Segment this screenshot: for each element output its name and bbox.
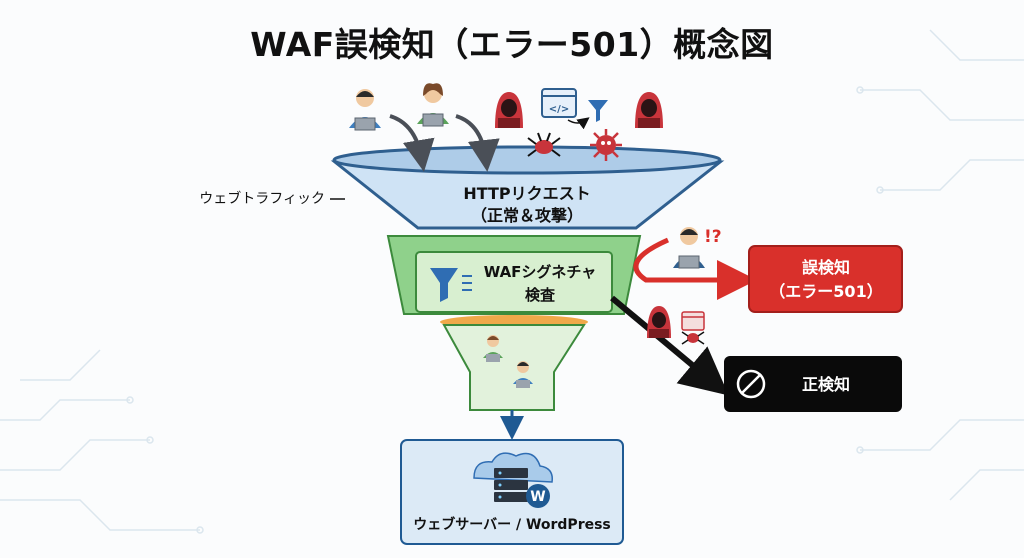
user-laptop-icon	[673, 227, 705, 269]
user-laptop-icon	[513, 361, 533, 388]
code-window-icon: </>	[541, 88, 577, 118]
funnel-top: HTTPリクエスト （正常＆攻撃）	[330, 145, 725, 230]
funnel-rim	[332, 145, 722, 175]
server-box: W ウェブサーバー / WordPress	[400, 439, 624, 545]
waf-section: WAFシグネチャ 検査	[386, 235, 642, 315]
true-positive-arrow	[610, 295, 729, 396]
page-title: WAF誤検知（エラー501）概念図	[250, 25, 774, 64]
wordpress-letter: W	[530, 489, 545, 505]
exclamation-mark: !?	[704, 227, 722, 247]
blocked-icon	[736, 369, 766, 399]
false-positive-box: 誤検知 （エラー501）	[748, 245, 903, 313]
true-positive-box: 正検知	[724, 356, 902, 412]
hacker-icon	[647, 306, 671, 338]
filter-icon	[430, 268, 472, 302]
user-laptop-icon	[417, 83, 449, 127]
user-laptop-icon	[349, 89, 381, 131]
funnel-bottom	[440, 315, 588, 411]
true-positive-label: 正検知	[802, 375, 850, 394]
false-positive-arrow	[633, 237, 757, 300]
server-cloud-icon	[473, 452, 553, 502]
user-arrow	[455, 114, 500, 172]
waf-label-2: 検査	[525, 286, 556, 304]
circuit-background	[0, 29, 1024, 534]
virus-icon	[590, 129, 622, 161]
filter-icon	[588, 100, 608, 122]
false-positive-label-2: （エラー501）	[769, 282, 882, 301]
user-arrow	[389, 114, 435, 172]
false-positive-label-1: 誤検知	[802, 258, 850, 277]
waf-label-1: WAFシグネチャ	[484, 263, 597, 281]
virus-icon	[681, 331, 705, 345]
funnel-neck	[442, 324, 586, 411]
traffic-label: ウェブトラフィック	[199, 190, 325, 207]
code-glyph: </>	[549, 104, 569, 115]
waf-box	[415, 251, 613, 313]
code-arrow	[567, 117, 590, 130]
wordpress-icon: W	[526, 484, 550, 508]
server-label: ウェブサーバー / WordPress	[413, 516, 611, 533]
virus-icon	[527, 132, 561, 157]
hacker-icon	[495, 92, 523, 128]
funnel-top-label-2: （正常＆攻撃）	[471, 206, 583, 225]
user-laptop-icon	[483, 335, 503, 362]
funnel-top-label-1: HTTPリクエスト	[463, 184, 590, 203]
code-window-icon	[681, 311, 705, 331]
hacker-icon	[635, 92, 663, 128]
